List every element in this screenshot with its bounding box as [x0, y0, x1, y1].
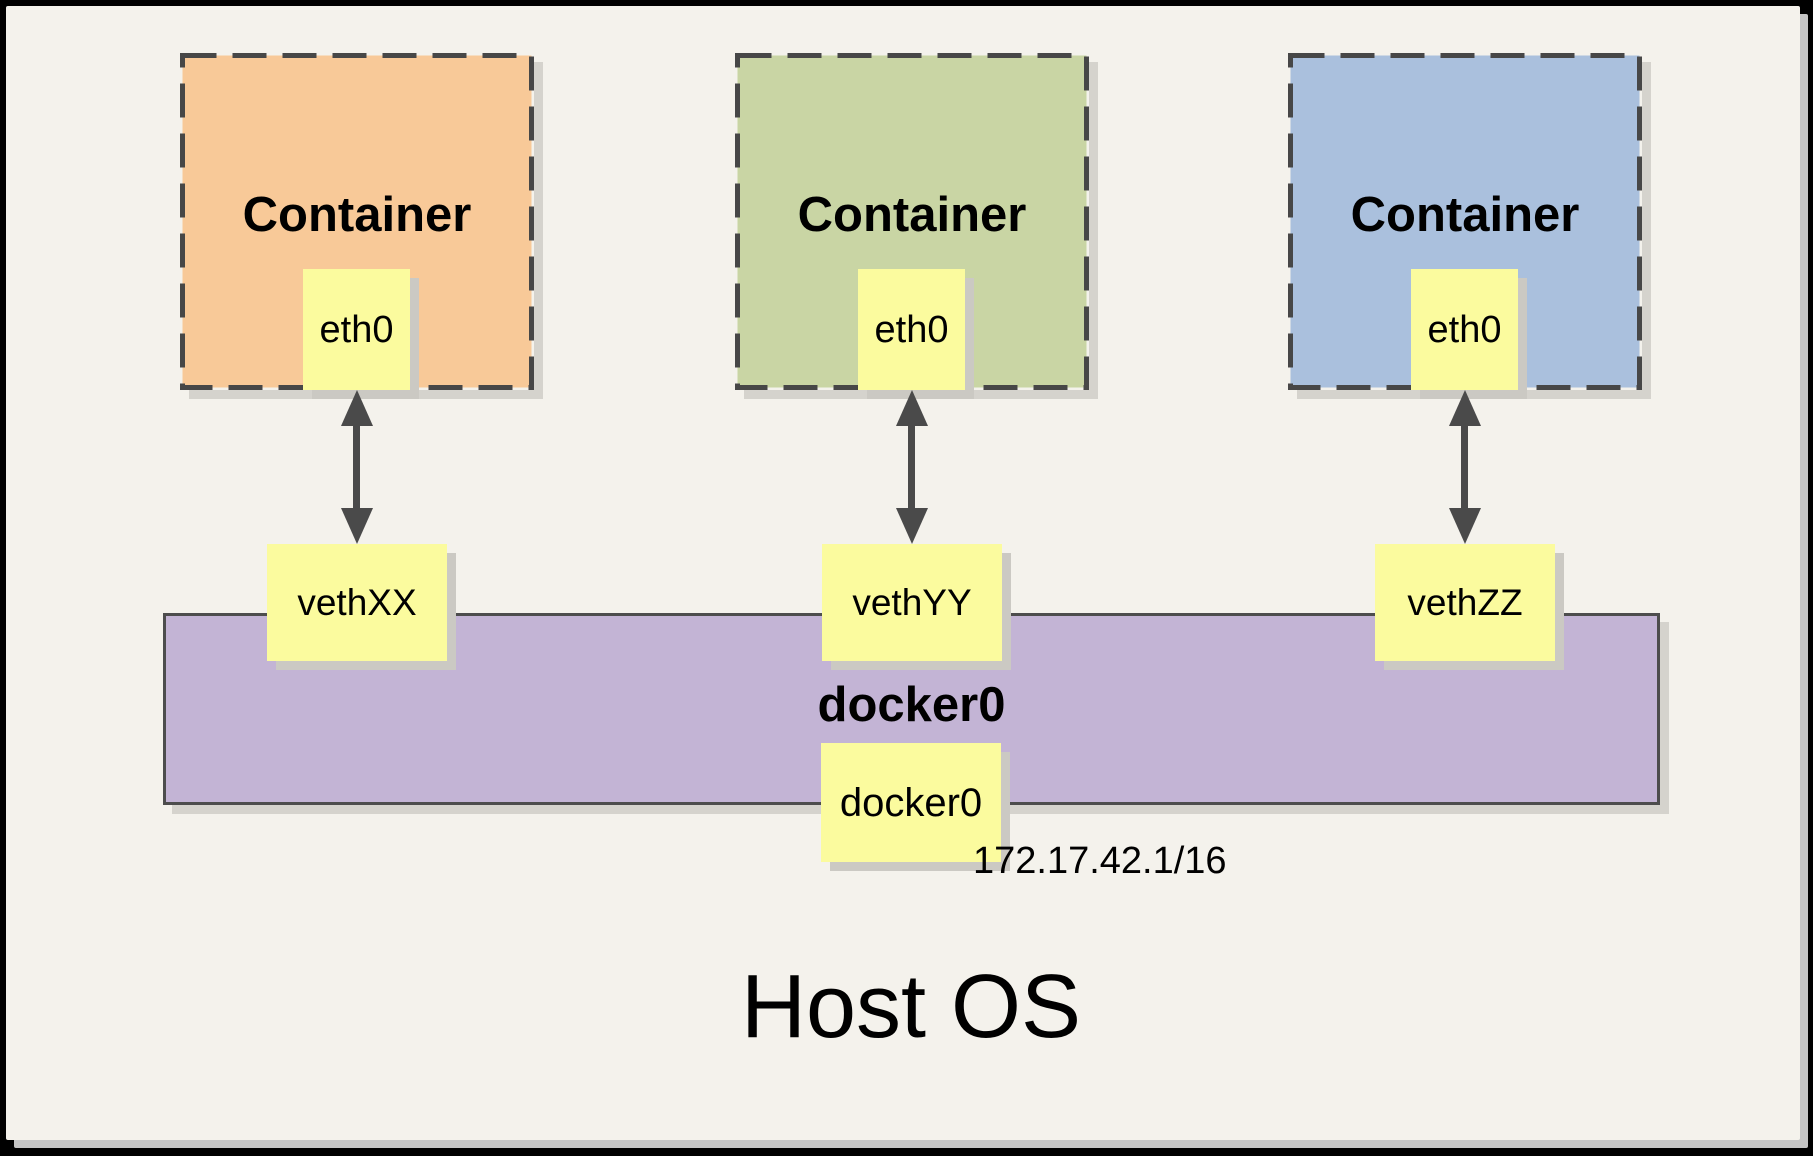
- arrow-down-head-icon: [1449, 508, 1481, 544]
- veth-connection-arrow-1: [341, 390, 373, 544]
- arrow-shaft: [353, 418, 360, 516]
- docker0-interface-node: docker0: [821, 743, 1001, 862]
- arrow-shaft: [1461, 418, 1468, 516]
- eth0-node: eth0: [858, 269, 965, 390]
- eth0-node: eth0: [303, 269, 410, 390]
- arrow-shaft: [908, 418, 915, 516]
- vethYY-node: vethYY: [822, 544, 1002, 661]
- eth0-node: eth0: [1411, 269, 1518, 390]
- arrow-down-head-icon: [896, 508, 928, 544]
- bridge-ip-label: 172.17.42.1/16: [973, 840, 1227, 882]
- container-box-2: Container eth0: [735, 53, 1089, 390]
- veth-connection-arrow-2: [896, 390, 928, 544]
- container-label: Container: [1350, 188, 1580, 242]
- vethXX-node: vethXX: [267, 544, 447, 661]
- bridge-name-label: docker0: [817, 678, 1006, 732]
- container-label: Container: [797, 188, 1027, 242]
- container-label: Container: [242, 188, 472, 242]
- veth-connection-arrow-3: [1449, 390, 1481, 544]
- vethZZ-node: vethZZ: [1375, 544, 1555, 661]
- host-os-label: Host OS: [740, 957, 1082, 1057]
- arrow-down-head-icon: [341, 508, 373, 544]
- container-box-1: Container eth0: [180, 53, 534, 390]
- container-box-3: Container eth0: [1288, 53, 1642, 390]
